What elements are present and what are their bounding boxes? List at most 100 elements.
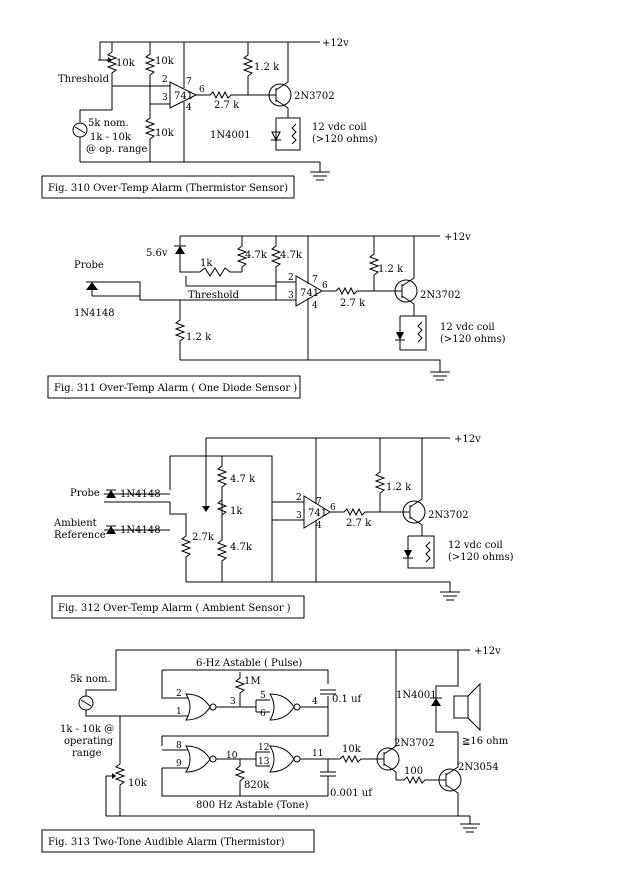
fig312-pin2: 2	[296, 493, 302, 503]
fig313-p4: 4	[312, 697, 318, 707]
fig311-coil-label2: (>120 ohms)	[440, 334, 506, 345]
fig313-p3: 3	[230, 697, 236, 707]
fig312-circuit: +12v Probe 1N4148 Ambient Reference 1N41…	[51, 434, 514, 619]
fig310-r27k-label: 2.7 k	[214, 100, 240, 111]
fig313-therm-label: 5k nom.	[70, 674, 111, 685]
fig312-coil-label1: 12 vdc coil	[448, 540, 503, 551]
fig311-r47k-a-label: 4.7k	[245, 250, 268, 261]
fig311-threshold-label: Threshold	[188, 290, 240, 301]
fig313-spk-label: ≧16 ohm	[462, 736, 509, 747]
fig313-c1-label: 0.1 uf	[332, 694, 363, 705]
fig313-circuit: +12v 5k nom. 1k - 10k @ operating range …	[41, 646, 509, 853]
fig312-probe-label: Probe	[70, 488, 100, 499]
fig312-r27k-a-label: 2.7k	[192, 532, 215, 543]
fig311-pin3: 3	[288, 291, 294, 301]
fig310-threshold-label: Threshold	[58, 74, 110, 85]
fig311-supply-label: +12v	[444, 232, 471, 243]
fig310-pin4: 4	[186, 103, 192, 113]
fig312-ambient-label2: Reference	[54, 530, 106, 541]
fig311-r12k-a-label: 1.2 k	[186, 332, 212, 343]
fig312-ambient-label1: Ambient	[53, 518, 97, 529]
fig313-t1-label: 2N3702	[394, 738, 435, 749]
fig313-p5: 5	[260, 691, 266, 701]
fig310-pot-10k-label: 10k	[116, 58, 136, 69]
fig310-transistor-label: 2N3702	[294, 91, 335, 102]
fig311-r1k-label: 1k	[200, 258, 213, 269]
fig310-caption: Fig. 310 Over-Temp Alarm (Thermistor Sen…	[48, 183, 288, 194]
fig311-coil-label1: 12 vdc coil	[440, 322, 495, 333]
fig311-pin4: 4	[312, 301, 318, 311]
fig310-supply-label: +12v	[322, 38, 349, 49]
fig310-circuit: +12v 10k Threshold 5k nom. 1k - 10k @ op…	[41, 38, 378, 199]
fig313-diode-label: 1N4001	[396, 690, 437, 701]
fig313-r10k-label: 10k	[342, 744, 362, 755]
fig311-zener-label: 5.6v	[146, 248, 168, 259]
fig313-p8: 8	[176, 741, 182, 751]
fig310-coil-label1: 12 vdc coil	[312, 122, 367, 133]
fig311-pin6: 6	[322, 281, 328, 291]
fig313-p9: 9	[176, 759, 182, 769]
fig312-r27k-b-label: 2.7 k	[346, 518, 372, 529]
fig311-r47k-b-label: 4.7k	[280, 250, 303, 261]
fig313-r100-label: 100	[404, 766, 423, 777]
fig313-p1: 1	[176, 707, 182, 717]
fig311-op-label: 741	[300, 288, 319, 299]
fig311-transistor-label: 2N3702	[420, 290, 461, 301]
fig313-pot-label: 10k	[128, 778, 148, 789]
fig313-p12: 12	[258, 743, 269, 753]
fig313-supply-label: +12v	[474, 646, 501, 657]
fig310-pin6: 6	[199, 85, 205, 95]
fig313-r820k-label: 820k	[244, 780, 270, 791]
fig313-p2: 2	[176, 689, 182, 699]
fig313-p13: 13	[258, 757, 270, 767]
fig310-pin2: 2	[162, 75, 168, 85]
fig312-r47k-b-label: 4.7k	[230, 542, 253, 553]
fig312-op-label: 741	[308, 508, 327, 519]
fig310-r10k-b-label: 10k	[155, 56, 175, 67]
fig311-r27k-label: 2.7 k	[340, 298, 366, 309]
fig312-pin3: 3	[296, 511, 302, 521]
fig313-c2-label: 0.001 uf	[330, 788, 373, 799]
fig310-op-label: 741	[174, 91, 193, 102]
fig312-r47k-a-label: 4.7 k	[230, 474, 256, 485]
fig313-range-label3: range	[72, 748, 102, 759]
fig312-r1k-label: 1k	[230, 506, 243, 517]
fig311-r12k-b-label: 1.2 k	[378, 264, 404, 275]
fig313-t2-label: 2N3054	[458, 762, 499, 773]
fig311-diode-label: 1N4148	[74, 308, 115, 319]
fig313-caption: Fig. 313 Two-Tone Audible Alarm (Thermis…	[48, 837, 285, 848]
fig310-therm-label2: 1k - 10k	[90, 132, 132, 143]
fig311-caption: Fig. 311 Over-Temp Alarm ( One Diode Sen…	[54, 383, 297, 394]
fig312-pin4: 4	[316, 521, 322, 531]
fig313-p11: 11	[312, 749, 323, 759]
fig313-p10: 10	[226, 751, 238, 761]
fig313-r1m-label: 1M	[244, 676, 261, 687]
fig312-pin7: 7	[316, 497, 322, 507]
fig310-pin7: 7	[186, 77, 192, 87]
fig312-caption: Fig. 312 Over-Temp Alarm ( Ambient Senso…	[58, 603, 291, 614]
fig312-supply-label: +12v	[454, 434, 481, 445]
fig312-coil-label2: (>120 ohms)	[448, 552, 514, 563]
fig312-r12k-label: 1.2 k	[386, 482, 412, 493]
fig311-probe-label: Probe	[74, 260, 104, 271]
fig311-pin7: 7	[312, 275, 318, 285]
fig313-range-label1: 1k - 10k @	[60, 724, 114, 735]
fig311-circuit: +12v 5.6v 1k 4.7k 4.7k Probe 1N4148 Thre…	[47, 232, 506, 399]
fig311-pin2: 2	[288, 273, 294, 283]
fig310-r12k-label: 1.2 k	[254, 62, 280, 73]
fig310-coil-label2: (>120 ohms)	[312, 134, 378, 145]
fig313-astable1-label: 6-Hz Astable ( Pulse)	[196, 658, 302, 669]
fig312-diode-b-label: 1N4148	[120, 525, 161, 536]
fig310-diode-label: 1N4001	[210, 130, 251, 141]
fig312-pin6: 6	[330, 503, 336, 513]
fig312-diode-a-label: 1N4148	[120, 489, 161, 500]
fig310-therm-label1: 5k nom.	[88, 118, 129, 129]
fig310-r10k-c-label: 10k	[155, 128, 175, 139]
fig313-astable2-label: 800 Hz Astable (Tone)	[196, 800, 309, 811]
fig313-p6: 6	[260, 709, 266, 719]
fig310-therm-label3: @ op. range	[86, 144, 148, 155]
fig313-range-label2: operating	[64, 736, 114, 747]
fig310-pin3: 3	[162, 93, 168, 103]
fig312-transistor-label: 2N3702	[428, 510, 469, 521]
